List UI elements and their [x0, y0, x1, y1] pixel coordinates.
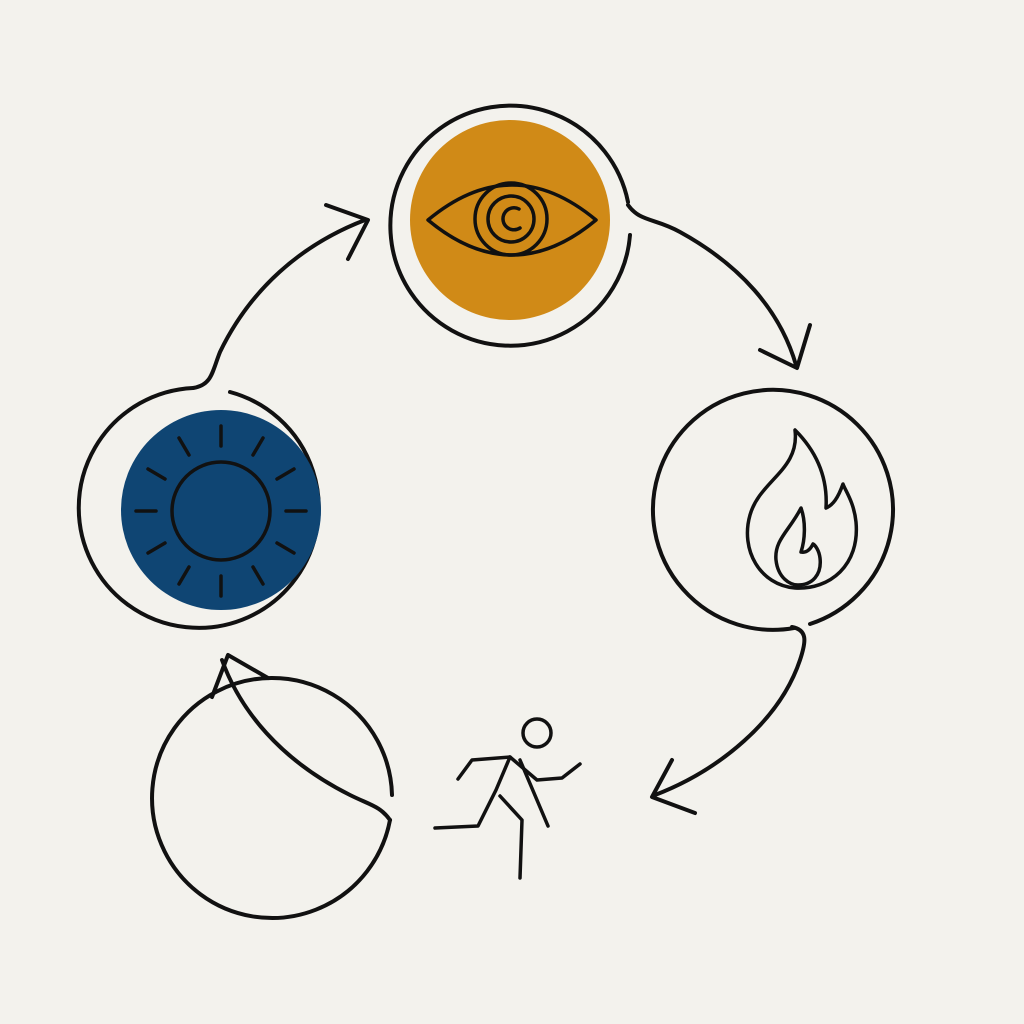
node-move-outline: [150, 676, 394, 920]
arrow-observe-to-heat-head: [758, 323, 812, 370]
node-observe-fill: [410, 120, 610, 320]
arrow-move-to-sun: [210, 653, 392, 822]
node-heat: [650, 387, 895, 632]
sun-icon: [134, 424, 308, 598]
node-heat-outline: [650, 387, 895, 632]
arrow-observe-to-heat-line: [626, 203, 798, 367]
arrow-sun-to-observe: [191, 203, 370, 390]
arrow-move-to-sun-line: [220, 658, 392, 822]
arrow-sun-to-observe-head: [324, 203, 370, 261]
arrow-observe-to-heat: [626, 203, 812, 370]
running-person-icon: [433, 717, 582, 880]
flame-icon: [745, 428, 859, 590]
arrow-move-to-sun-head: [210, 653, 270, 699]
arrow-sun-to-observe-line: [191, 218, 367, 390]
node-sun-fill: [121, 410, 321, 610]
node-observe-outline: [388, 103, 632, 348]
node-sun: [76, 386, 321, 630]
node-observe: [388, 103, 632, 348]
arrow-heat-to-move-line: [653, 625, 807, 797]
node-move: [150, 676, 582, 920]
eye-icon: [426, 181, 598, 257]
node-sun-outline: [76, 386, 321, 630]
arrow-heat-to-move-head: [650, 758, 697, 815]
arrow-heat-to-move: [650, 625, 807, 815]
